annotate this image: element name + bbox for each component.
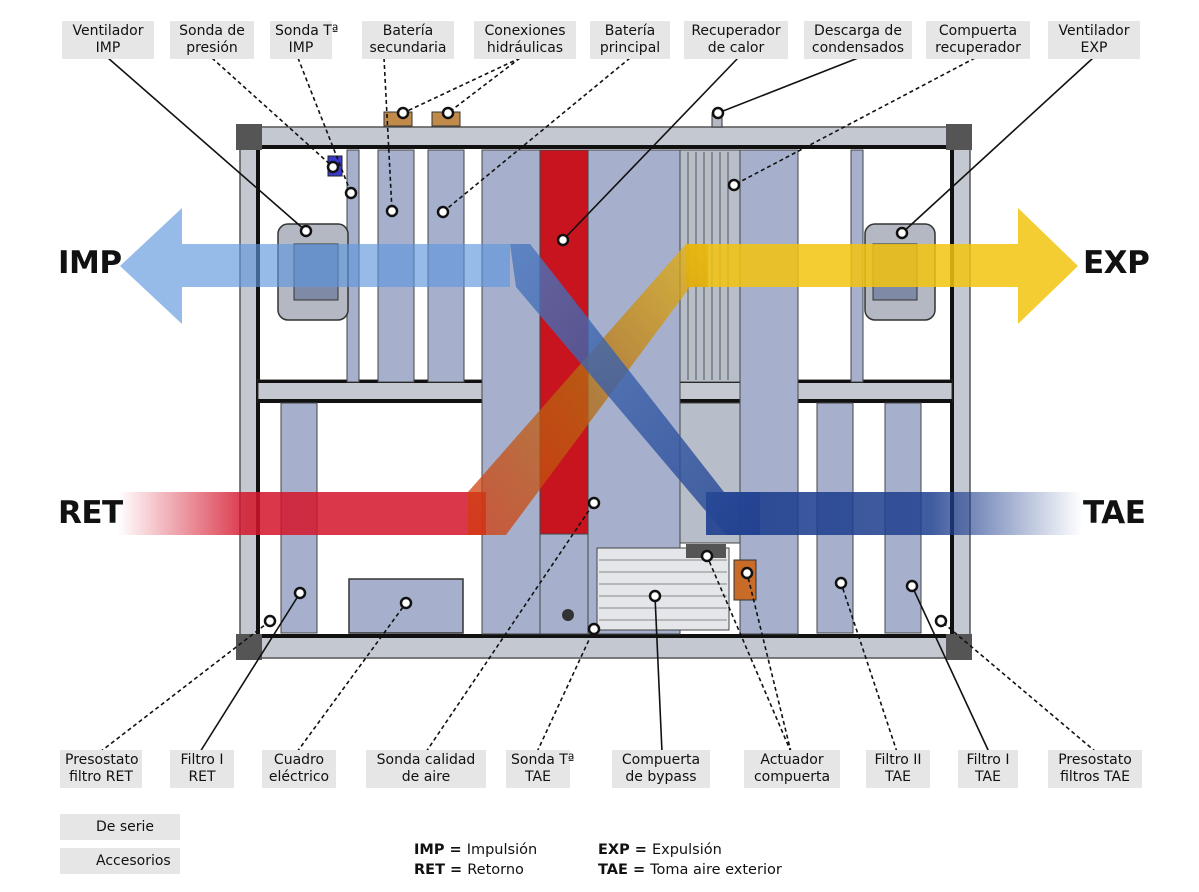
ret-stream	[118, 492, 486, 535]
flow-label-tae: TAE	[1083, 495, 1146, 531]
tae-stream	[706, 492, 1082, 535]
abbr-exp: EXP = Expulsión	[598, 842, 722, 858]
abbr-imp: IMP = Impulsión	[414, 842, 538, 858]
imp-arrow	[120, 208, 510, 324]
legend-accessories: Accesorios	[60, 848, 180, 874]
legend-series: De serie	[60, 814, 180, 840]
legend-series-text: De serie	[96, 819, 155, 835]
abbr-tae: TAE = Toma aire exterior	[598, 862, 782, 878]
flow-label-exp: EXP	[1083, 245, 1150, 281]
flow-label-imp: IMP	[58, 245, 122, 281]
abbr-ret: RET = Retorno	[414, 862, 524, 878]
exp-arrow	[686, 208, 1078, 324]
flow-label-ret: RET	[58, 495, 123, 531]
crossflow-imp-tae	[510, 244, 760, 535]
legend-accessories-text: Accesorios	[96, 853, 171, 869]
callout-markers	[263, 106, 948, 636]
airflow-streams	[118, 208, 1082, 535]
callout-lines	[99, 57, 1097, 753]
crossflow-ret-exp	[468, 244, 708, 535]
